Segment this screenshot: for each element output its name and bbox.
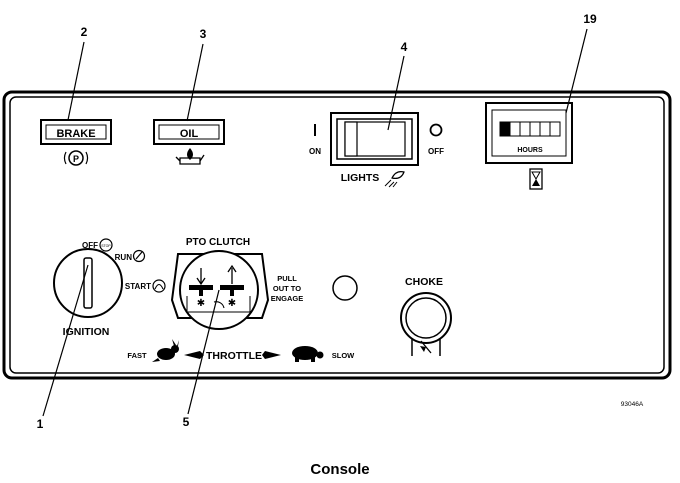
throttle-left-arrow-icon: [184, 351, 204, 359]
console-knob-hole: [332, 275, 358, 301]
oil-pressure-icon: [175, 148, 205, 165]
stop-icon: STOP: [99, 238, 113, 252]
ignition-start-label: START: [125, 282, 151, 291]
engine-run-icon: [132, 249, 146, 263]
rabbit-icon: [152, 339, 179, 362]
callout-3: 3: [186, 27, 207, 122]
brake-label: BRAKE: [56, 128, 95, 140]
svg-text:P: P: [73, 154, 79, 164]
hour-meter-digit: [509, 121, 521, 137]
svg-text:3: 3: [200, 27, 207, 41]
choke-label: CHOKE: [405, 276, 443, 288]
throttle-fast-label: FAST: [127, 351, 147, 360]
choke-symbol-icon: [411, 338, 441, 356]
throttle-right-arrow-icon: [262, 351, 281, 359]
pto-clutch-label: PTO CLUTCH: [186, 237, 250, 248]
parking-brake-icon: P: [63, 150, 89, 166]
pto-instruction-2: OUT TO: [273, 284, 301, 293]
lights-off-label: OFF: [428, 147, 444, 156]
oil-indicator: OIL: [153, 119, 225, 145]
hour-meter-digit: [529, 121, 541, 137]
headlight-icon: [384, 171, 405, 188]
svg-text:5: 5: [183, 415, 190, 429]
callout-1: 1: [37, 264, 89, 431]
svg-text:1: 1: [37, 417, 44, 431]
svg-text:2: 2: [81, 25, 88, 39]
ignition-off-label: OFF: [82, 241, 98, 250]
lights-switch: [330, 112, 419, 166]
lights-label: LIGHTS: [341, 172, 380, 184]
pto-disengage-icon: ✱: [189, 268, 213, 309]
throttle-slow-label: SLOW: [332, 351, 355, 360]
turtle-icon: [292, 346, 324, 362]
hour-meter-digit: [549, 121, 561, 137]
callout-5: 5: [183, 289, 220, 429]
ignition-switch: [53, 248, 123, 318]
figure-code: 93046A: [621, 401, 644, 408]
pto-instruction-1: PULL: [277, 274, 297, 283]
hour-meter-digit: [539, 121, 551, 137]
console-panel-outer: [2, 90, 672, 380]
lights-off-mark: [429, 123, 443, 137]
engine-start-icon: [152, 279, 166, 293]
pto-bracket: [186, 296, 251, 313]
svg-text:19: 19: [583, 12, 597, 26]
hour-meter-digit: [519, 121, 531, 137]
callout-4: 4: [387, 40, 408, 131]
svg-text:STOP: STOP: [101, 244, 111, 248]
hours-label: HOURS: [517, 147, 543, 154]
throttle-label: THROTTLE: [206, 350, 262, 362]
hour-meter-digits: [499, 121, 561, 137]
hour-meter: HOURS: [485, 102, 573, 164]
hour-meter-digit: [499, 121, 511, 137]
ignition-label: IGNITION: [63, 326, 110, 338]
callout-2: 2: [67, 25, 88, 121]
choke-knob: [400, 292, 452, 344]
svg-text:✱: ✱: [228, 298, 236, 309]
brake-indicator: BRAKE: [40, 119, 112, 145]
callout-19: 19: [565, 12, 597, 114]
ignition-run-label: RUN: [115, 253, 133, 262]
pto-engage-icon: ✱: [220, 264, 244, 309]
svg-text:4: 4: [401, 40, 408, 54]
console-panel-inner: [9, 96, 665, 374]
pto-rotation-icon: [213, 301, 225, 309]
hourglass-icon: [529, 168, 543, 190]
pto-instruction-3: ENGAGE: [271, 294, 304, 303]
oil-label: OIL: [180, 128, 199, 140]
lights-on-label: ON: [309, 147, 321, 156]
figure-caption: Console: [310, 461, 369, 478]
svg-text:✱: ✱: [197, 298, 205, 309]
